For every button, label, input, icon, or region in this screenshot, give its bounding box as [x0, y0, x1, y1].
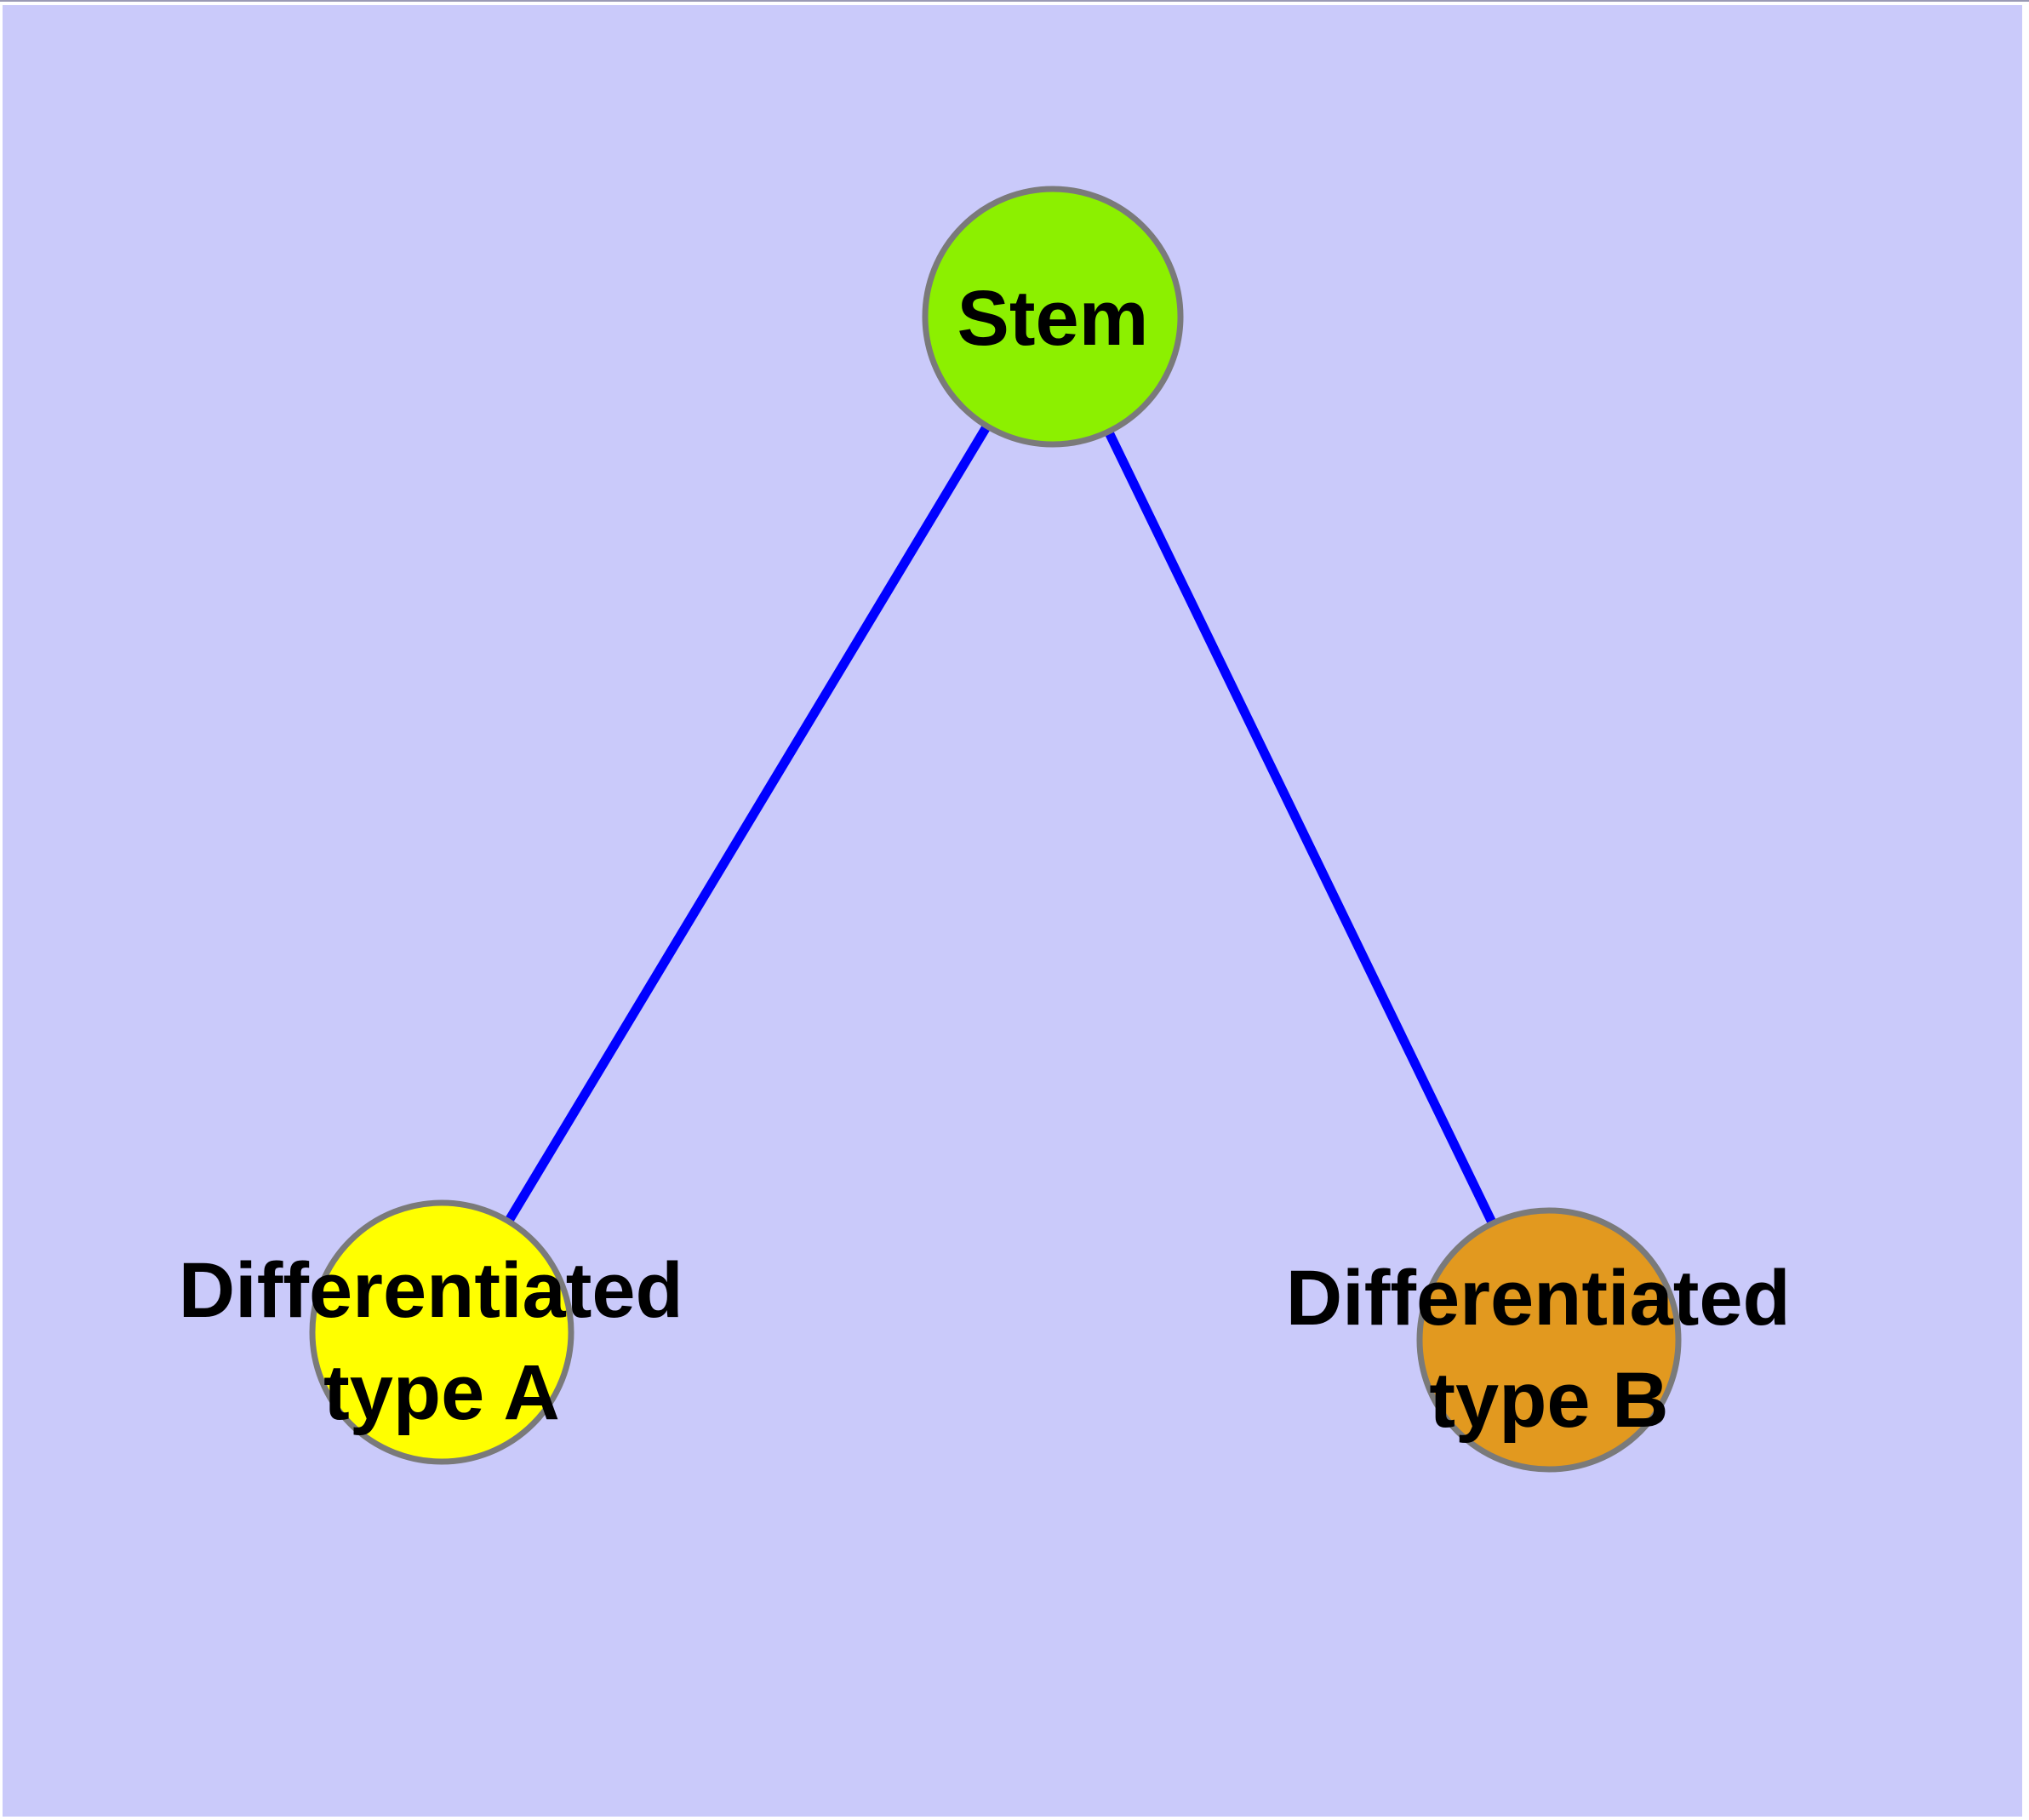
node-stem-label: Stem [957, 275, 1149, 362]
node-type-a-label-line2: type A [323, 1349, 560, 1436]
edge-stem-to-type-a [437, 314, 1057, 1335]
node-type-a-circle [309, 1199, 574, 1465]
node-type-b-label-line1: Differentiated [1286, 1255, 1791, 1342]
node-type-a-label: Differentiated type A [179, 1247, 706, 1436]
node-differentiated-type-a [309, 1199, 574, 1465]
edge-layer [437, 314, 1553, 1342]
node-type-b-label-line2: type B [1429, 1357, 1668, 1444]
edge-stem-to-type-b [1049, 314, 1553, 1342]
window-top-border [0, 0, 2029, 2]
node-type-b-circle [1416, 1207, 1682, 1473]
node-type-a-label-line1: Differentiated [179, 1247, 683, 1334]
node-differentiated-type-b [1416, 1207, 1682, 1473]
node-stem [922, 186, 1184, 448]
node-layer [309, 186, 1682, 1473]
label-layer: Stem Differentiated type A Differentiate… [179, 275, 1813, 1444]
node-type-b-label: Differentiated type B [1286, 1255, 1813, 1444]
node-stem-circle [922, 186, 1184, 448]
